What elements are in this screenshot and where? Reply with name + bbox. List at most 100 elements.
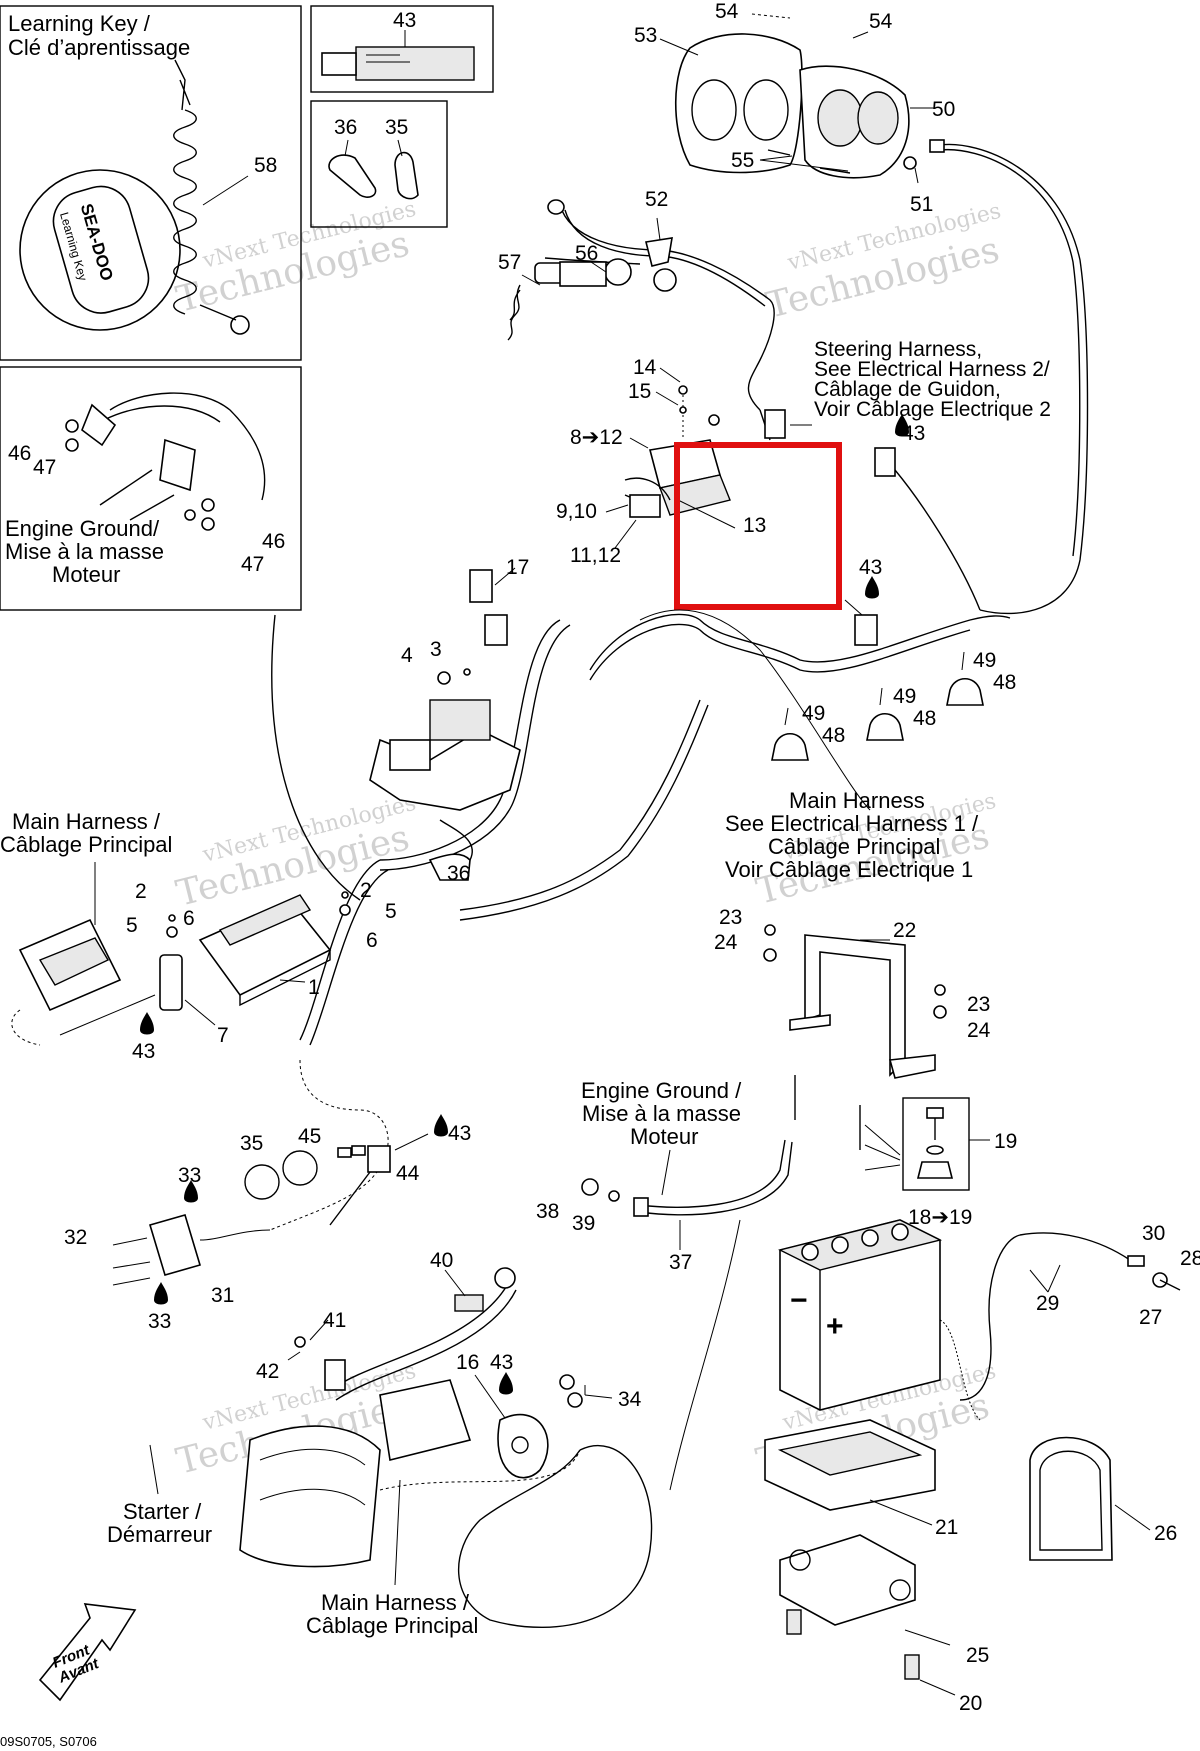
- callout-number: 25: [966, 1644, 989, 1667]
- callout-number: 22: [893, 919, 916, 942]
- callout-number: 48: [913, 707, 936, 730]
- diagram-label: Clé d’aprentissage: [8, 35, 190, 60]
- callout-number: 49: [973, 649, 996, 672]
- callout-number: 1: [308, 976, 320, 999]
- callout-number: 36: [447, 862, 470, 885]
- callout-number: 43: [393, 9, 416, 32]
- callout-number: 32: [64, 1226, 87, 1249]
- callout-number: 6: [366, 929, 378, 952]
- callout-number: 6: [183, 907, 195, 930]
- callout-number: 19: [994, 1130, 1017, 1153]
- callout-number: 53: [634, 24, 657, 47]
- callout-number: 40: [430, 1249, 453, 1272]
- callout-number: 42: [256, 1360, 279, 1383]
- battery-minus: −: [790, 1284, 808, 1317]
- callout-number: 18➔19: [908, 1206, 972, 1229]
- battery-cover: 26: [1029, 1436, 1177, 1561]
- diagram-label: Learning Key /: [8, 11, 151, 36]
- front-arrow: Front Avant: [38, 1603, 137, 1702]
- callout-number: 28: [1180, 1247, 1200, 1270]
- instrument-cluster: 53 54 54 50 55 51: [634, 0, 1089, 615]
- callout-number: 57: [498, 251, 521, 274]
- callout-number: 3: [430, 638, 442, 661]
- callout-number: 44: [396, 1162, 420, 1185]
- diagram-label: See Electrical Harness 1 /: [725, 811, 979, 836]
- callout-number: 49: [893, 685, 916, 708]
- diagram-label: Câblage Principal: [306, 1613, 478, 1638]
- callout-number: 23: [719, 906, 742, 929]
- callout-number: 5: [385, 900, 397, 923]
- inset-grease-tube: 43: [310, 5, 494, 93]
- callout-number: 46: [262, 530, 285, 553]
- diagram-label: Engine Ground/: [5, 516, 160, 541]
- callout-number: 48: [993, 671, 1016, 694]
- callout-number: 48: [822, 724, 845, 747]
- callout-number: 43: [448, 1122, 471, 1145]
- callout-number: 21: [935, 1516, 958, 1539]
- callout-number: 16: [456, 1351, 479, 1374]
- starter-assembly: 40 41 42 16 43 34 Starter / Démarreur Ma…: [107, 1219, 741, 1638]
- diagram-label: Voir Câblage Electrique 1: [725, 857, 973, 882]
- diagram-label: Voir Câblage Electrique 2: [814, 398, 1051, 421]
- sensor-31: 33 32 31 33: [64, 1164, 271, 1333]
- diagram-label: Moteur: [630, 1124, 698, 1149]
- highlight-box: [674, 442, 842, 610]
- callout-number: 8➔12: [570, 426, 623, 449]
- callout-number: 43: [490, 1351, 513, 1374]
- callout-number: 26: [1154, 1522, 1177, 1545]
- diagram-label: Main Harness /: [321, 1590, 470, 1615]
- callout-number: 46: [8, 442, 31, 465]
- callout-number: 33: [178, 1164, 201, 1187]
- callout-number: 20: [959, 1692, 982, 1715]
- diagram-label: Main Harness /: [12, 809, 161, 834]
- callout-number: 14: [633, 356, 657, 379]
- callout-number: 34: [618, 1388, 642, 1411]
- connectors-44: 35 45 43 44: [240, 1059, 471, 1231]
- diagram-label: Mise à la masse: [582, 1101, 741, 1126]
- callout-number: 9,10: [556, 500, 597, 523]
- callout-number: 39: [572, 1212, 595, 1235]
- diagram-label: Câblage de Guidon,: [814, 378, 1001, 401]
- callout-number: 49: [802, 702, 825, 725]
- callout-number: 13: [743, 514, 766, 537]
- callout-number: 29: [1036, 1292, 1059, 1315]
- callout-number: 47: [33, 456, 56, 479]
- diagram-label: Main Harness: [789, 788, 925, 813]
- diagram-label: Câblage Principal: [0, 832, 172, 857]
- callout-number: 35: [385, 116, 408, 139]
- callout-number: 2: [135, 880, 147, 903]
- hardware-19: 19: [794, 1075, 1017, 1191]
- diagram-label: Démarreur: [107, 1522, 212, 1547]
- diagram-label: Engine Ground /: [581, 1078, 742, 1103]
- callout-number: 55: [731, 149, 754, 172]
- callout-number: 43: [859, 556, 882, 579]
- cable-29: 30 28 29 27: [959, 1222, 1200, 1401]
- callout-number: 54: [869, 10, 893, 33]
- callout-number: 58: [254, 154, 277, 177]
- diagram-label: Mise à la masse: [5, 539, 164, 564]
- callout-number: 17: [506, 556, 529, 579]
- diagram-label: Starter /: [123, 1499, 202, 1524]
- callout-number: 11,12: [570, 544, 621, 567]
- callout-number: 31: [211, 1284, 234, 1307]
- callout-number: 43: [132, 1040, 155, 1063]
- callout-number: 33: [148, 1310, 171, 1333]
- reference-code: 09S0705, S0706: [0, 1734, 97, 1749]
- battery: − + 18➔19: [777, 1206, 981, 1421]
- inset-learning-key: Learning Key / Clé d’aprentissage SEA-DO…: [0, 5, 302, 361]
- callout-number: 45: [298, 1125, 321, 1148]
- callout-number: 2: [360, 879, 372, 902]
- callout-number: 7: [217, 1024, 229, 1047]
- callout-number: 15: [628, 380, 651, 403]
- callout-number: 47: [241, 553, 264, 576]
- callout-number: 5: [126, 914, 138, 937]
- diagram-label: Steering Harness,: [814, 338, 982, 361]
- callout-number: 24: [967, 1019, 991, 1042]
- battery-tray: 21 25 20: [764, 1419, 989, 1715]
- inset-clips: 36 35: [310, 100, 448, 228]
- clamps-48-49: 49 48 49 48 49 48 43: [771, 556, 1016, 761]
- label-main-harness-right: Main Harness See Electrical Harness 1 / …: [725, 788, 979, 882]
- callout-number: 24: [714, 931, 738, 954]
- battery-plus: +: [826, 1310, 844, 1343]
- inset-engine-ground: 46 47 46 47 Engine Ground/ Mise à la mas…: [0, 366, 302, 611]
